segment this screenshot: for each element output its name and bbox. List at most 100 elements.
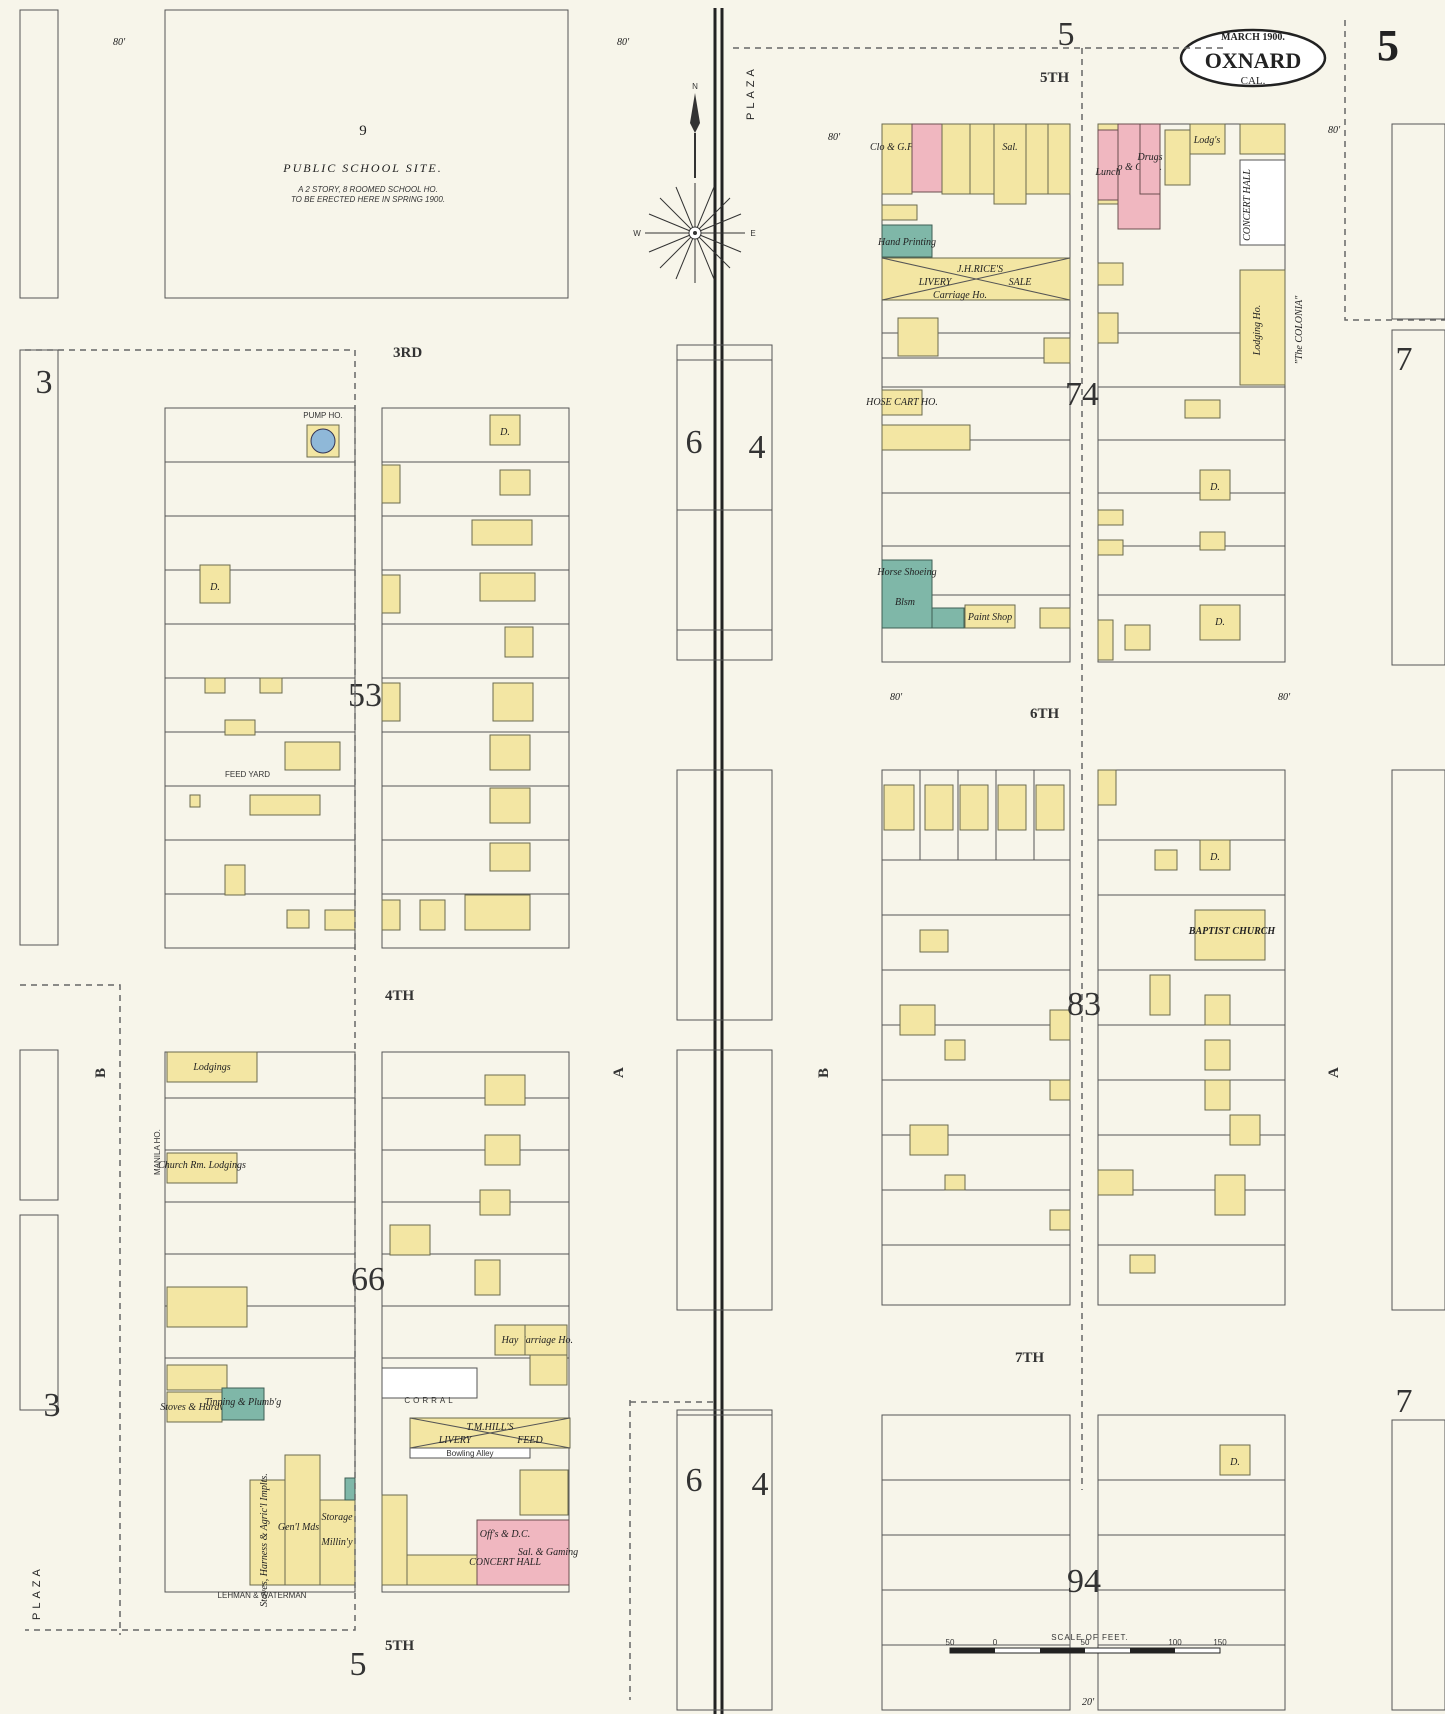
block-number-83: 83 bbox=[1067, 986, 1101, 1023]
water-pipe bbox=[20, 984, 121, 1635]
compass-w: W bbox=[633, 229, 641, 238]
stoves-harness-label: Stoves, Harness & Agric'l Implts. bbox=[259, 1473, 270, 1607]
sheet-ref-right-top: 7 bbox=[1396, 341, 1413, 378]
drugs-label: Drugs bbox=[1136, 152, 1162, 163]
storage-label: Storage bbox=[321, 1512, 353, 1523]
scale-tick: 100 bbox=[1168, 1638, 1182, 1647]
water-pipe bbox=[1344, 20, 1445, 321]
street-5th-top: 5TH bbox=[1040, 70, 1070, 86]
title-cartouche: MARCH 1900. OXNARD CAL. bbox=[1179, 28, 1327, 88]
railroad-track bbox=[713, 8, 724, 1714]
concert-hall-2-label: CONCERT HALL bbox=[469, 1557, 541, 1568]
sheet-ref-right-bottom: 7 bbox=[1396, 1383, 1413, 1420]
pump-house-label: PUMP HO. bbox=[303, 411, 342, 420]
sheet-ref-left-bottom: 3 bbox=[44, 1387, 61, 1424]
block-66: Lodgings Church Rm. Lodgings Stoves & Ha… bbox=[158, 1051, 578, 1607]
concert-hall-label: CONCERT HALL bbox=[1242, 169, 1253, 241]
horse-shoeing-label: Horse Shoeing bbox=[876, 567, 936, 578]
street-b-right: B bbox=[816, 1068, 832, 1078]
blsm-label: Blsm bbox=[895, 597, 915, 608]
colonia-label: "The COLONIA" bbox=[1294, 295, 1305, 364]
lodgs-label: Lodg's bbox=[1193, 135, 1221, 146]
sal-gaming-label: Sal. & Gaming bbox=[518, 1547, 578, 1558]
clo-label: Clo & G.F.G. bbox=[870, 142, 924, 153]
map-date: MARCH 1900. bbox=[1221, 32, 1285, 43]
dwelling-label: D. bbox=[1229, 1457, 1240, 1468]
lodging-ho-label: Lodging Ho. bbox=[1252, 305, 1263, 357]
offs-dc-label: Off's & D.C. bbox=[480, 1529, 530, 1540]
sheet-ref-top: 5 bbox=[1058, 16, 1075, 53]
lunch-label: Lunch bbox=[1095, 167, 1121, 178]
strip-block bbox=[676, 1409, 773, 1711]
edge-block bbox=[19, 1049, 59, 1201]
block-number-94: 94 bbox=[1067, 1563, 1101, 1600]
edge-block bbox=[1391, 123, 1445, 320]
water-pipe bbox=[25, 349, 356, 1631]
street-5th-bottom: 5TH bbox=[385, 1638, 415, 1654]
street-7th: 7TH bbox=[1015, 1350, 1045, 1366]
tinning-label: Tinning & Plumb'g bbox=[205, 1397, 282, 1408]
carriage-ho-label: Carriage Ho. bbox=[519, 1335, 573, 1346]
genl-mdse-label: Gen'l Mdse. bbox=[278, 1522, 326, 1533]
livery-rice-1: LIVERY bbox=[918, 277, 953, 288]
edge-block bbox=[19, 9, 59, 299]
compass-rose-icon: N W E bbox=[633, 82, 756, 283]
dwelling-label: D. bbox=[1209, 482, 1220, 493]
edge-block bbox=[19, 349, 59, 946]
plaza-strip-lower bbox=[676, 1414, 773, 1711]
church-rm-label: Church Rm. Lodgings bbox=[158, 1160, 246, 1171]
map-state: CAL. bbox=[1241, 75, 1266, 87]
baptist-church-label: BAPTIST CHURCH bbox=[1188, 926, 1277, 937]
street-width: 80' bbox=[1328, 125, 1341, 136]
strip-block bbox=[676, 1049, 773, 1311]
lodgings-label: Lodgings bbox=[192, 1062, 230, 1073]
compass-n: N bbox=[692, 82, 698, 91]
sheet-ref-mid-top-a: 6 bbox=[686, 424, 703, 461]
block-74: Clo & G.F.G. Sal. Hand Printing J.H.RICE… bbox=[865, 123, 1305, 663]
dwelling-label: D. bbox=[1214, 617, 1225, 628]
street-b-left: B bbox=[93, 1068, 109, 1078]
manila-ho-label: MANILA HO. bbox=[153, 1129, 162, 1175]
millinery-label: Millin'y bbox=[320, 1537, 353, 1548]
map-city: OXNARD bbox=[1205, 48, 1302, 73]
hay-label: Hay bbox=[501, 1335, 519, 1346]
livery-rice-2: SALE bbox=[1009, 277, 1032, 288]
school-note-1: A 2 STORY, 8 ROOMED SCHOOL HO. bbox=[297, 185, 438, 194]
sheet-number: 5 bbox=[1377, 21, 1399, 70]
school-block-number: 9 bbox=[359, 123, 367, 139]
scale-tick: 50 bbox=[946, 1638, 955, 1647]
alley-width: 20' bbox=[1082, 1697, 1095, 1708]
plaza-strip-upper bbox=[676, 344, 773, 631]
lehman-label: LEHMAN & WATERMAN bbox=[218, 1591, 307, 1600]
block-number-66: 66 bbox=[351, 1261, 385, 1298]
hose-cart-label: HOSE CART HO. bbox=[865, 397, 938, 408]
dwelling-label: D. bbox=[1209, 852, 1220, 863]
edge-block bbox=[1391, 1419, 1445, 1711]
scale-tick: 0 bbox=[993, 1638, 998, 1647]
compass-e: E bbox=[750, 229, 755, 238]
street-width: 80' bbox=[828, 132, 841, 143]
clo-gfs-label: Clo & G.F.G. bbox=[1108, 162, 1162, 173]
livery-rice-name: J.H.RICE'S bbox=[957, 264, 1003, 275]
plaza-label-top: PLAZA bbox=[745, 65, 757, 120]
dwelling-label: D. bbox=[209, 582, 220, 593]
school-title: PUBLIC SCHOOL SITE. bbox=[282, 161, 442, 175]
paint-shop-label: Paint Shop bbox=[967, 612, 1012, 623]
scale-tick: 150 bbox=[1213, 1638, 1227, 1647]
school-note-2: TO BE ERECTED HERE IN SPRING 1900. bbox=[291, 195, 445, 204]
plaza-label-bottom: PLAZA bbox=[31, 1565, 43, 1620]
edge-block bbox=[1391, 769, 1445, 1311]
sheet-ref-mid-top-b: 4 bbox=[749, 429, 766, 466]
street-width: 80' bbox=[890, 692, 903, 703]
block-94: D. bbox=[881, 1414, 1286, 1711]
sheet-ref-bottom: 5 bbox=[350, 1646, 367, 1683]
street-4th: 4TH bbox=[385, 988, 415, 1004]
scale-tick: 50 bbox=[1081, 1638, 1090, 1647]
scale-title: SCALE OF FEET. bbox=[1051, 1633, 1129, 1642]
sheet-ref-mid-bottom-b: 4 bbox=[752, 1466, 769, 1503]
block-53: PUMP HO. D. FEED YARD D. bbox=[164, 407, 570, 949]
public-school-block: 9 PUBLIC SCHOOL SITE. A 2 STORY, 8 ROOME… bbox=[164, 9, 569, 299]
livery-rice-3: Carriage Ho. bbox=[933, 290, 987, 301]
edge-block bbox=[1391, 329, 1445, 666]
block-83: D. BAPTIST CHURCH bbox=[881, 769, 1286, 1306]
